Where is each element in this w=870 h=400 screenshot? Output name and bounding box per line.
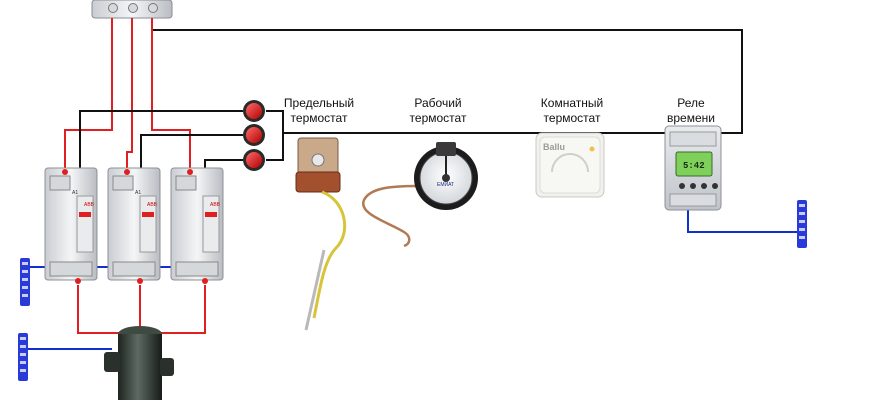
neutral-busbar-icon: [20, 258, 30, 306]
room-thermostat-label-line1: Комнатный: [540, 96, 604, 110]
working-thermostat-label: Рабочий термостат: [398, 96, 478, 126]
contactor-1: [44, 167, 98, 284]
terminal-label-a2: A1: [135, 190, 141, 196]
time-relay-label: Реле времени: [656, 96, 726, 126]
neutral-busbar-icon: [18, 333, 28, 381]
control-wire-top: [152, 29, 743, 134]
working-thermostat-icon: [362, 142, 478, 248]
contactor-3: [170, 167, 224, 284]
limit-thermostat-icon: [295, 137, 347, 331]
breaker-brand-2: ABB: [147, 202, 158, 208]
boiler-wire-left: [77, 285, 128, 334]
working-thermostat-label-line2: термостат: [409, 111, 467, 125]
indicator-lamp-icon: [243, 124, 265, 146]
lamp-bracket: [266, 110, 284, 161]
room-thermostat-brand: Ballu: [543, 142, 565, 152]
breaker-brand-3: ABB: [210, 202, 221, 208]
limit-thermostat-label: Предельный термостат: [280, 96, 358, 126]
contactor-2: [107, 167, 161, 284]
breaker-brand-1: ABB: [84, 202, 95, 208]
phase-wire-1: [64, 18, 113, 172]
indicator-lamp-icon: [243, 149, 265, 171]
neutral-wire-relay: [687, 210, 797, 233]
time-relay-icon: [664, 125, 722, 211]
time-relay-display: 5:42: [683, 161, 705, 171]
electric-boiler-icon: [104, 326, 174, 400]
main-breaker: [91, 0, 173, 19]
limit-thermostat-label-line2: термостат: [290, 111, 348, 125]
room-thermostat-icon: [535, 132, 605, 198]
time-relay-label-line1: Реле: [677, 96, 705, 110]
neutral-busbar-icon: [797, 200, 807, 248]
room-thermostat-label: Комнатный термостат: [532, 96, 612, 126]
working-thermostat-label-line1: Рабочий: [414, 96, 462, 110]
working-thermostat-brand: ЕМИАТ: [437, 182, 454, 188]
control-wire-a: [79, 110, 243, 185]
indicator-lamp-icon: [243, 100, 265, 122]
phase-wire-2: [126, 18, 133, 172]
limit-thermostat-label-line1: Предельный: [283, 96, 355, 110]
room-thermostat-label-line2: термостат: [543, 111, 601, 125]
boiler-wire-right: [152, 285, 206, 334]
terminal-label-a1: A1: [72, 190, 78, 196]
phase-wire-3: [151, 18, 191, 172]
time-relay-label-line2: времени: [667, 111, 715, 125]
